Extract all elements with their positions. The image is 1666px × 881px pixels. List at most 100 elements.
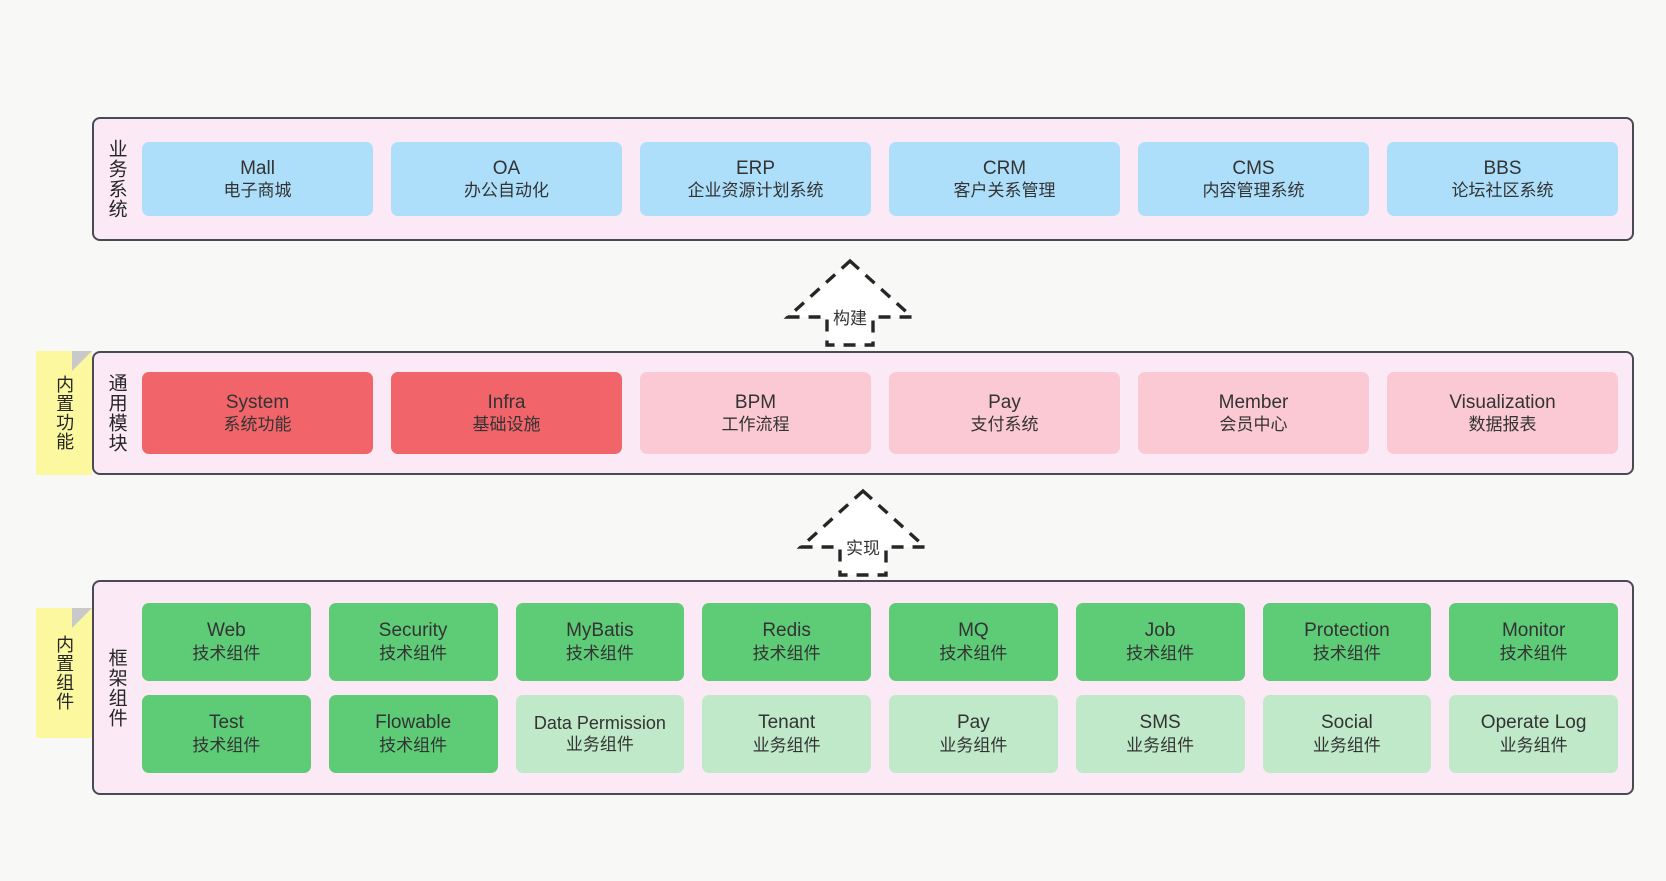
framework-components-body: Web 技术组件 Security 技术组件 MyBatis 技术组件 Redi… — [138, 582, 1632, 793]
card-visualization[interactable]: Visualization 数据报表 — [1387, 372, 1618, 454]
card-web-subtitle: 技术组件 — [192, 643, 261, 663]
card-pay-module-subtitle: 支付系统 — [970, 415, 1039, 435]
card-erp-title: ERP — [735, 157, 776, 179]
common-modules-layer: 通用模块 System 系统功能 Infra 基础设施 BPM 工作流程 Pay… — [92, 351, 1634, 475]
business-systems-layer: 业务系统 Mall 电子商城 OA 办公自动化 ERP 企业资源计划系统 CRM… — [92, 117, 1634, 241]
card-operate-log[interactable]: Operate Log 业务组件 — [1449, 694, 1618, 773]
card-social-subtitle: 业务组件 — [1312, 735, 1381, 755]
card-oa[interactable]: OA 办公自动化 — [391, 142, 622, 216]
card-protection[interactable]: Protection 技术组件 — [1262, 602, 1432, 681]
card-mybatis-subtitle: 技术组件 — [565, 643, 634, 663]
card-mq[interactable]: MQ 技术组件 — [889, 602, 1058, 681]
card-data-permission-subtitle: 业务组件 — [565, 735, 634, 755]
common-modules-body: System 系统功能 Infra 基础设施 BPM 工作流程 Pay 支付系统… — [138, 353, 1632, 473]
card-mybatis-title: MyBatis — [566, 620, 634, 641]
framework-components-row-technical: Web 技术组件 Security 技术组件 MyBatis 技术组件 Redi… — [142, 602, 1618, 681]
card-flowable[interactable]: Flowable 技术组件 — [328, 694, 498, 773]
card-cms[interactable]: CMS 内容管理系统 — [1138, 142, 1369, 216]
common-modules-row: System 系统功能 Infra 基础设施 BPM 工作流程 Pay 支付系统… — [142, 372, 1618, 454]
card-member[interactable]: Member 会员中心 — [1138, 372, 1369, 454]
card-crm-title: CRM — [982, 157, 1027, 179]
card-data-permission[interactable]: Data Permission 业务组件 — [515, 694, 685, 773]
card-system-title: System — [225, 391, 290, 413]
sticky-tab-builtin-function-label: 内置功能 — [54, 375, 75, 451]
card-pay-module-title: Pay — [988, 391, 1021, 413]
business-systems-row: Mall 电子商城 OA 办公自动化 ERP 企业资源计划系统 CRM 客户关系… — [142, 142, 1618, 216]
card-sms-subtitle: 业务组件 — [1126, 735, 1195, 755]
card-protection-subtitle: 技术组件 — [1312, 643, 1381, 663]
framework-components-row-business: Test 技术组件 Flowable 技术组件 Data Permission … — [142, 694, 1618, 773]
card-tenant[interactable]: Tenant 业务组件 — [702, 694, 871, 773]
card-redis-title: Redis — [762, 620, 811, 641]
card-infra-title: Infra — [487, 391, 526, 413]
card-social[interactable]: Social 业务组件 — [1262, 694, 1432, 773]
card-crm[interactable]: CRM 客户关系管理 — [889, 142, 1120, 216]
framework-components-title: 框架组件 — [105, 647, 127, 728]
card-web-title: Web — [207, 620, 246, 641]
card-pay-component-title: Pay — [957, 712, 990, 733]
card-erp-subtitle: 企业资源计划系统 — [687, 181, 824, 201]
card-data-permission-title: Data Permission — [533, 712, 666, 733]
card-bpm-title: BPM — [734, 391, 777, 413]
card-monitor-title: Monitor — [1501, 620, 1566, 641]
card-operate-log-title: Operate Log — [1480, 712, 1587, 733]
card-mall-title: Mall — [240, 157, 275, 179]
card-job-subtitle: 技术组件 — [1126, 643, 1195, 663]
card-system-subtitle: 系统功能 — [223, 415, 292, 435]
card-bbs[interactable]: BBS 论坛社区系统 — [1387, 142, 1618, 216]
card-infra-subtitle: 基础设施 — [472, 415, 541, 435]
card-oa-title: OA — [492, 157, 521, 179]
card-job[interactable]: Job 技术组件 — [1075, 602, 1245, 681]
card-monitor[interactable]: Monitor 技术组件 — [1449, 602, 1618, 681]
card-mybatis[interactable]: MyBatis 技术组件 — [515, 602, 685, 681]
card-web[interactable]: Web 技术组件 — [142, 602, 311, 681]
card-redis[interactable]: Redis 技术组件 — [702, 602, 871, 681]
card-pay-component[interactable]: Pay 业务组件 — [889, 694, 1058, 773]
card-sms-title: SMS — [1139, 712, 1181, 733]
card-security-subtitle: 技术组件 — [379, 643, 448, 663]
card-pay-component-subtitle: 业务组件 — [939, 735, 1008, 755]
card-protection-title: Protection — [1304, 620, 1390, 641]
card-bbs-subtitle: 论坛社区系统 — [1451, 181, 1554, 201]
card-security[interactable]: Security 技术组件 — [328, 602, 498, 681]
card-flowable-subtitle: 技术组件 — [379, 735, 448, 755]
sticky-tab-builtin-component: 内置组件 — [36, 608, 92, 738]
card-sms[interactable]: SMS 业务组件 — [1075, 694, 1245, 773]
sticky-tab-builtin-component-label: 内置组件 — [54, 635, 75, 711]
card-crm-subtitle: 客户关系管理 — [953, 181, 1056, 201]
card-bpm-subtitle: 工作流程 — [721, 415, 790, 435]
card-test[interactable]: Test 技术组件 — [142, 694, 311, 773]
card-test-subtitle: 技术组件 — [192, 735, 261, 755]
common-modules-title: 通用模块 — [105, 373, 127, 453]
framework-components-layer: 框架组件 Web 技术组件 Security 技术组件 MyBatis 技术组件… — [92, 580, 1634, 795]
card-visualization-title: Visualization — [1449, 391, 1556, 413]
card-visualization-subtitle: 数据报表 — [1468, 415, 1537, 435]
sticky-tab-builtin-function: 内置功能 — [36, 351, 92, 475]
card-test-title: Test — [208, 712, 244, 733]
card-security-title: Security — [378, 620, 448, 641]
card-pay-module[interactable]: Pay 支付系统 — [889, 372, 1120, 454]
implement-generalization-arrow: 实现 — [773, 485, 953, 581]
card-monitor-subtitle: 技术组件 — [1499, 643, 1568, 663]
card-bbs-title: BBS — [1483, 157, 1522, 179]
card-member-subtitle: 会员中心 — [1219, 415, 1288, 435]
card-tenant-title: Tenant — [758, 712, 816, 733]
card-operate-log-subtitle: 业务组件 — [1499, 735, 1568, 755]
card-tenant-subtitle: 业务组件 — [752, 735, 821, 755]
card-oa-subtitle: 办公自动化 — [464, 181, 549, 201]
card-cms-subtitle: 内容管理系统 — [1202, 181, 1305, 201]
build-generalization-arrow: 构建 — [760, 255, 940, 351]
card-infra[interactable]: Infra 基础设施 — [391, 372, 622, 454]
card-mall[interactable]: Mall 电子商城 — [142, 142, 373, 216]
business-systems-title: 业务系统 — [105, 139, 127, 219]
card-mq-title: MQ — [958, 620, 989, 641]
card-cms-title: CMS — [1232, 157, 1275, 179]
build-arrow-shape — [783, 258, 917, 347]
card-job-title: Job — [1144, 620, 1176, 641]
business-systems-body: Mall 电子商城 OA 办公自动化 ERP 企业资源计划系统 CRM 客户关系… — [138, 119, 1632, 239]
card-member-title: Member — [1218, 391, 1289, 413]
implement-arrow-shape — [796, 488, 930, 577]
card-erp[interactable]: ERP 企业资源计划系统 — [640, 142, 871, 216]
card-system[interactable]: System 系统功能 — [142, 372, 373, 454]
card-bpm[interactable]: BPM 工作流程 — [640, 372, 871, 454]
